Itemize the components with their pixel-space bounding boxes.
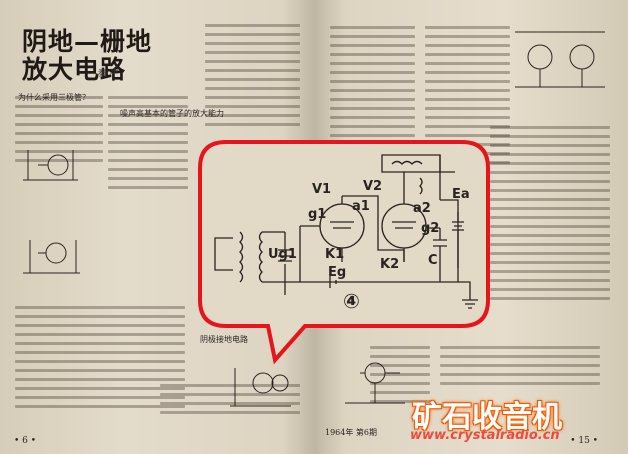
right-column-formulas: [370, 340, 430, 409]
page-number-left: • 6 •: [14, 436, 37, 446]
mini-schematic-3: [230, 368, 291, 407]
label-k1: K1: [325, 247, 344, 262]
label-k2: K2: [380, 257, 399, 272]
left-column-1: [15, 90, 103, 168]
section-heading-2: 噪声高基本的管子的放大能力: [120, 109, 224, 118]
left-bottom-text: [160, 378, 300, 420]
label-v1: V1: [312, 182, 331, 197]
label-v2: V2: [363, 179, 382, 194]
main-schematic: [214, 154, 478, 309]
right-column-lower: [440, 340, 600, 391]
mini-schematic-5: [515, 31, 605, 88]
label-g2: g2: [421, 221, 439, 236]
watermark-url: www.crystalradio.cn: [410, 428, 560, 443]
label-g1: g1: [308, 207, 326, 222]
mini-schematic-2: [23, 240, 80, 274]
author-mark: 秦 平: [98, 69, 119, 79]
mini-schematic-4: [345, 362, 405, 404]
left-column-2: [108, 90, 188, 195]
label-c: C: [428, 253, 438, 268]
label-a1: a1: [352, 199, 370, 214]
section-heading-1: 为什么采用三极管？: [18, 93, 90, 102]
left-column-lower: [15, 300, 185, 414]
article-title: 阴地—栅地放大电路: [22, 27, 153, 84]
issue-footer: 1964年 第6期: [325, 428, 377, 437]
figure-number: ④: [343, 289, 360, 313]
label-ug1: Ug1: [268, 247, 297, 262]
label-ea: Ea: [452, 187, 470, 202]
left-column-3: [205, 18, 300, 132]
page-number-right: • 15 •: [570, 436, 598, 446]
label-a2: a2: [413, 201, 431, 216]
label-eg: Eg: [328, 265, 346, 280]
callout-border: [198, 140, 490, 365]
section-heading-3: 阴极接地电路: [200, 335, 248, 344]
watermark-brand: 矿石收音机: [412, 400, 562, 435]
mini-schematic-1: [23, 150, 78, 181]
right-column-3: [490, 120, 610, 306]
